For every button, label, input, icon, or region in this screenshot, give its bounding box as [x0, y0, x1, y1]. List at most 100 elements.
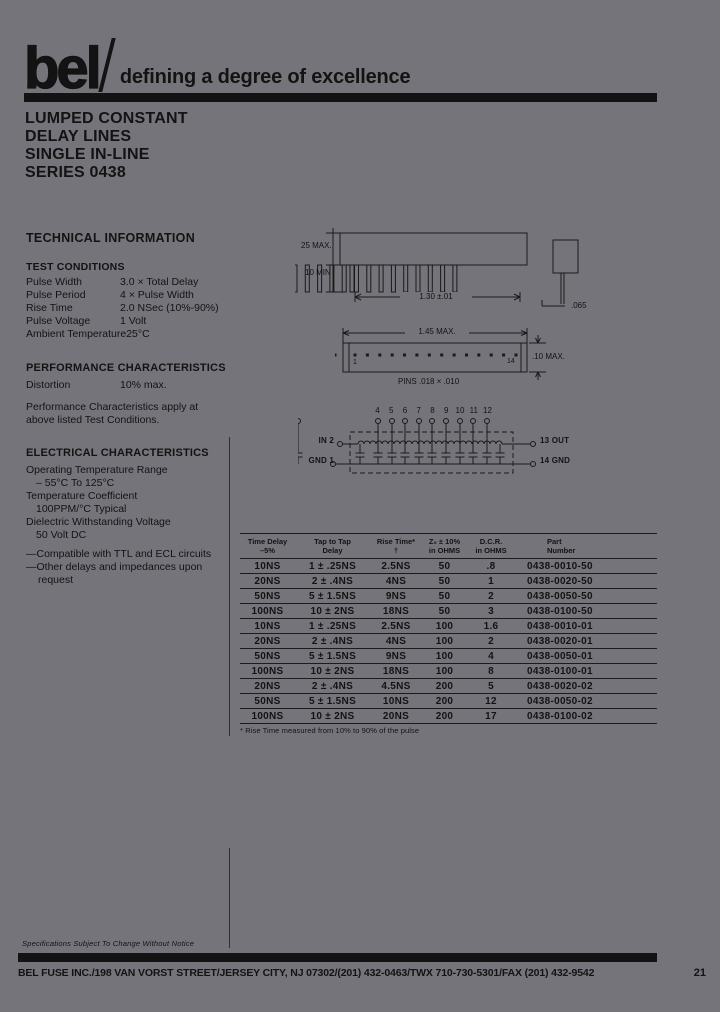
cell-dcr: 12: [485, 695, 497, 707]
cell-rise-time: 2.5NS: [381, 620, 411, 632]
table-column-header: Z₀ ± 10% in OHMS: [422, 534, 467, 559]
footer-rule: [18, 953, 657, 962]
cell-impedance: 100: [435, 650, 454, 662]
company-address: BEL FUSE INC./198 VAN VORST STREET/JERSE…: [18, 967, 595, 979]
schematic-pin-number: 7: [416, 406, 421, 415]
electrical-bullet-line: —Compatible with TTL and ECL circuits: [26, 548, 212, 560]
condition-value: 25°C: [126, 328, 150, 340]
cell-rise-time: 4.5NS: [381, 680, 411, 692]
cell-tap-to-tap: 2 ± .4NS: [311, 575, 354, 587]
test-condition-row: Pulse Voltage 1 Volt: [26, 315, 244, 328]
cell-time-delay: 50NS: [254, 650, 281, 662]
header-line-2: –5%: [259, 546, 275, 555]
cell-part-number: 0438-0050-02: [527, 695, 593, 707]
table-row: 10NS 1 ± .25NS 2.5NS 50 .8 0438-0010-50: [240, 559, 657, 574]
cell-time-delay: 10NS: [254, 620, 281, 632]
schematic-pin-number: 4: [375, 406, 380, 415]
table-row: 100NS 10 ± 2NS 20NS 200 17 0438-0100-02: [240, 709, 657, 724]
cell-dcr: 17: [485, 710, 497, 722]
cell-dcr: 4: [488, 650, 494, 662]
top-view-pin14-label: 14: [507, 358, 515, 365]
condition-label: Pulse Period: [26, 289, 86, 301]
cell-dcr: 8: [488, 665, 494, 677]
test-condition-row: Pulse Width 3.0 × Total Delay: [26, 276, 244, 289]
cell-impedance: 200: [435, 710, 454, 722]
table-column-header: Time Delay –5%: [240, 534, 295, 559]
table-column-header: Tap to Tap Delay: [295, 534, 370, 559]
cell-part-number: 0438-0010-50: [527, 560, 593, 572]
delay-line-schematic: [298, 418, 536, 474]
electrical-bullets: —Compatible with TTL and ECL circuits—Ot…: [26, 548, 248, 587]
table-row: 50NS 5 ± 1.5NS 9NS 100 4 0438-0050-01: [240, 649, 657, 664]
cell-tap-to-tap: 5 ± 1.5NS: [308, 590, 357, 602]
cell-impedance: 100: [435, 635, 454, 647]
cell-time-delay: 10NS: [254, 560, 281, 572]
schematic-in-label: IN 2: [318, 436, 334, 445]
electrical-bullet-line: request: [38, 574, 74, 586]
cell-part-number: 0438-0100-50: [527, 605, 593, 617]
top-view-width-dim: .10 MAX.: [532, 352, 565, 361]
cell-impedance: 200: [435, 680, 454, 692]
electrical-line: Dielectric Withstanding Voltage: [26, 516, 171, 528]
electrical-line: 100PPM/°C Typical: [36, 503, 127, 515]
cell-rise-time: 4NS: [385, 635, 407, 647]
cell-tap-to-tap: 1 ± .25NS: [308, 560, 357, 572]
cell-impedance: 100: [435, 620, 454, 632]
cell-impedance: 50: [438, 575, 451, 587]
electrical-line: Temperature Coefficient: [26, 490, 138, 502]
scan-rule-vertical-lower: [229, 848, 230, 948]
header-line-1: D.C.R.: [479, 537, 503, 546]
side-view-height-dim: 25 MAX.: [301, 241, 332, 250]
top-view-pins-label: PINS .018 × .010: [398, 377, 460, 386]
table-row: 20NS 2 ± .4NS 4NS 100 2 0438-0020-01: [240, 634, 657, 649]
cell-impedance: 50: [438, 560, 451, 572]
cell-part-number: 0438-0020-01: [527, 635, 593, 647]
header-line-2: Number: [547, 546, 576, 555]
electrical-heading: ELECTRICAL CHARACTERISTICS: [26, 447, 209, 459]
schematic-pin-number: 6: [402, 406, 408, 415]
electrical-list: Operating Temperature Range– 55°C To 125…: [26, 464, 248, 542]
header-line-1: Time Delay: [247, 537, 288, 546]
header-line-1: Part: [547, 537, 562, 546]
spec-change-notice: Specifications Subject To Change Without…: [22, 939, 195, 948]
section-test-conditions: TEST CONDITIONS Pulse Width 3.0 × Total …: [26, 261, 244, 341]
table-row: 100NS 10 ± 2NS 18NS 100 8 0438-0100-01: [240, 664, 657, 679]
performance-row: Distortion 10% max.: [26, 379, 244, 392]
cell-time-delay: 100NS: [251, 665, 284, 677]
header-line-2: †: [393, 546, 399, 555]
cell-time-delay: 50NS: [254, 590, 281, 602]
condition-value: 2.0 NSec (10%-90%): [120, 302, 219, 314]
cell-rise-time: 2.5NS: [381, 560, 411, 572]
table-header-row: Time Delay –5% Tap to Tap Delay Rise Tim…: [240, 533, 657, 559]
table-body: 10NS 1 ± .25NS 2.5NS 50 .8 0438-0010-50 …: [240, 559, 657, 724]
note-line: Performance Characteristics apply at: [26, 401, 199, 413]
cell-tap-to-tap: 1 ± .25NS: [308, 620, 357, 632]
header-line-1: Z₀ ± 10%: [428, 537, 461, 546]
cell-rise-time: 10NS: [382, 695, 410, 707]
header-line-1: Tap to Tap: [314, 537, 351, 546]
schematic-gnd-out-label: 14 GND: [540, 456, 571, 465]
table-column-header: Rise Time* †: [370, 534, 422, 559]
cell-tap-to-tap: 10 ± 2NS: [310, 710, 355, 722]
cell-time-delay: 20NS: [254, 680, 281, 692]
table-row: 20NS 2 ± .4NS 4NS 50 1 0438-0020-50: [240, 574, 657, 589]
footer-address-line: BEL FUSE INC./198 VAN VORST STREET/JERSE…: [18, 967, 706, 979]
electrical-line: – 55°C To 125°C: [36, 477, 115, 489]
header-line-2: in OHMS: [428, 546, 461, 555]
header-rule: [24, 93, 657, 102]
cell-rise-time: 9NS: [385, 590, 407, 602]
schematic-pin-number: 5: [389, 406, 394, 415]
condition-label: Rise Time: [26, 302, 73, 314]
package-side-view-drawing: [295, 228, 579, 307]
logo-tagline: defining a degree of excellence: [119, 66, 411, 88]
cell-time-delay: 100NS: [251, 605, 284, 617]
condition-value: 1 Volt: [120, 315, 147, 327]
electrical-line: 50 Volt DC: [36, 529, 87, 541]
cell-tap-to-tap: 2 ± .4NS: [311, 635, 354, 647]
performance-heading: PERFORMANCE CHARACTERISTICS: [26, 362, 226, 374]
cell-rise-time: 18NS: [382, 605, 410, 617]
schematic-pin-number: 12: [483, 406, 492, 415]
performance-value: 10% max.: [120, 379, 167, 391]
